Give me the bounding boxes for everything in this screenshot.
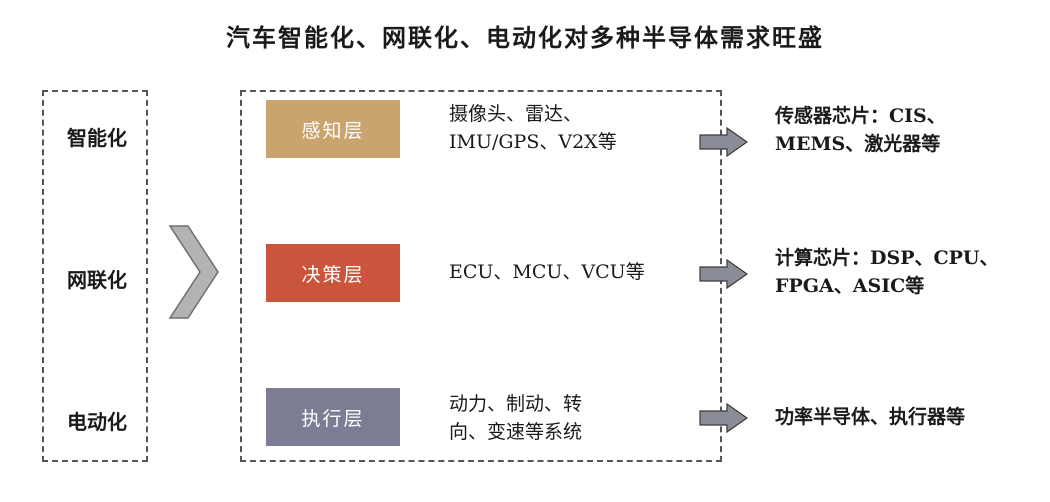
desc-line: IMU/GPS、V2X等 — [449, 131, 617, 153]
desc-line: ECU、MCU、VCU等 — [449, 261, 645, 283]
arrow-right-icon — [699, 127, 749, 157]
trends-box: 智能化 网联化 电动化 — [42, 90, 148, 462]
layer-execution-desc: 动力、制动、转 向、变速等系统 — [449, 390, 719, 446]
result-sensor-chips: 传感器芯片：CIS、 MEMS、激光器等 — [775, 102, 1047, 158]
trend-connected: 网联化 — [67, 268, 127, 292]
result-power-semis: 功率半导体、执行器等 — [775, 403, 1047, 431]
trend-electrified: 电动化 — [67, 410, 127, 434]
arrow-right-icon — [699, 259, 749, 289]
arrow-right-icon — [699, 403, 749, 433]
layer-execution: 执行层 — [266, 388, 400, 446]
layers-box: 感知层 摄像头、雷达、 IMU/GPS、V2X等 决策层 ECU、MCU、VCU… — [240, 90, 722, 462]
result-line: 功率半导体、执行器等 — [775, 406, 966, 428]
desc-line: 向、变速等系统 — [449, 421, 583, 443]
chevron-right-icon — [168, 225, 219, 319]
layer-decision-desc: ECU、MCU、VCU等 — [449, 258, 719, 286]
result-line: MEMS、激光器等 — [775, 133, 941, 155]
layer-decision: 决策层 — [266, 244, 400, 302]
result-line: 计算芯片：DSP、CPU、 — [775, 247, 999, 269]
result-compute-chips: 计算芯片：DSP、CPU、 FPGA、ASIC等 — [775, 244, 1047, 300]
result-line: 传感器芯片：CIS、 — [775, 105, 946, 127]
desc-line: 摄像头、雷达、 — [449, 103, 583, 125]
layer-perception: 感知层 — [266, 100, 400, 158]
result-line: FPGA、ASIC等 — [775, 275, 925, 297]
trend-intelligent: 智能化 — [67, 126, 127, 150]
layer-perception-desc: 摄像头、雷达、 IMU/GPS、V2X等 — [449, 100, 719, 156]
diagram-title: 汽车智能化、网联化、电动化对多种半导体需求旺盛 — [226, 24, 824, 52]
desc-line: 动力、制动、转 — [449, 393, 583, 415]
